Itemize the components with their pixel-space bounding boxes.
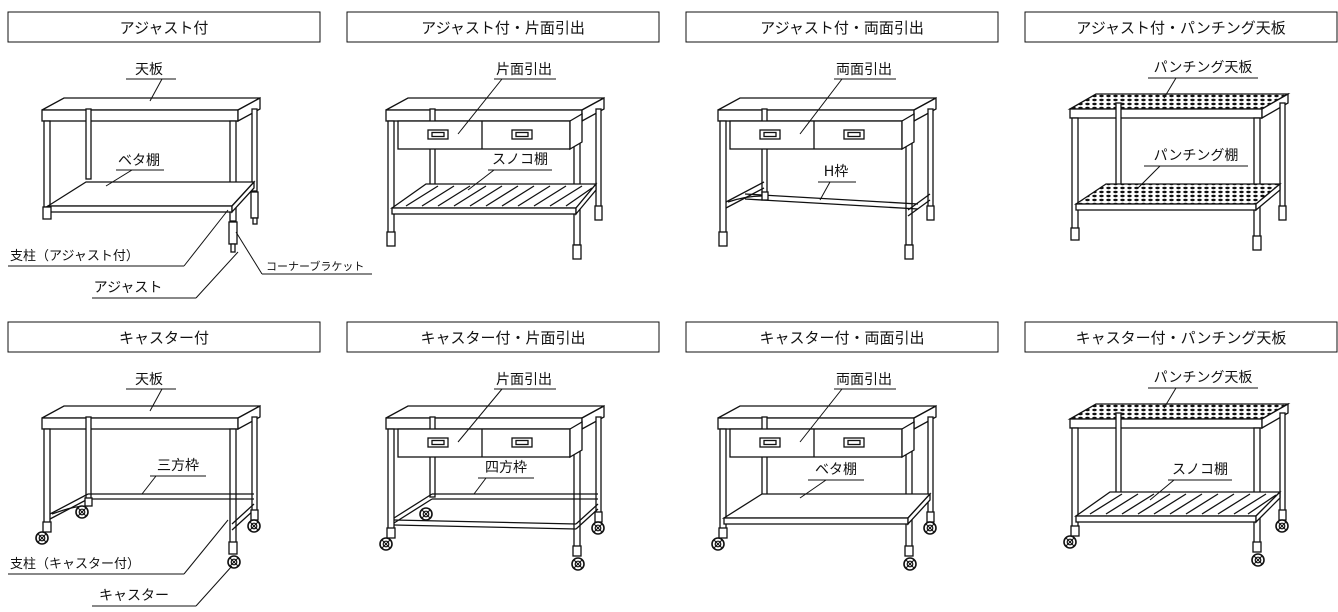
label-post: 支柱（キャスター付） [10,557,140,572]
table-illustration [711,404,937,571]
panel-title-box [7,11,321,43]
label-double-drawer: 両面引出 [836,372,892,388]
label-three-side-frame: 三方枠 [157,458,199,474]
label-flat-shelf: ベタ棚 [118,153,160,169]
punched-shelf [1073,183,1282,205]
slat-shelf [1073,490,1282,524]
label-flat-shelf: ベタ棚 [815,462,857,478]
table-illustration [41,96,261,253]
label-post: 支柱（アジャスト付） [10,249,139,264]
h-frame [725,181,931,217]
label-punched-top: パンチング天板 [1154,370,1253,386]
panel-title-box [346,321,660,353]
panel-caster-single-drawer: キャスター付・片面引出 [346,321,660,571]
panel-title-box [685,321,999,353]
table-illustration [35,404,261,569]
panel-caster-punched-top: キャスター付・パンチング天板 パンチング天板 スノコ棚 [1024,321,1338,567]
table-illustration [379,404,605,571]
label-slat-shelf: スノコ棚 [1172,462,1228,478]
post [43,120,51,208]
label-slat-shelf: スノコ棚 [492,152,548,168]
drawer-unit [397,112,583,151]
label-punched-top: パンチング天板 [1154,60,1253,76]
panel-caster: キャスター付 天板 三方枠 [7,321,321,607]
punched-top-plate [1067,403,1291,420]
panel-title: アジャスト付・パンチング天板 [1076,19,1285,37]
label-double-drawer: 両面引出 [836,62,892,78]
table-illustration [385,96,605,260]
table-illustration [1063,402,1291,567]
panel-adjust-punched-top: アジャスト付・パンチング天板 パンチング天板 パンチング棚 [1024,11,1338,251]
table-illustration [1067,92,1291,251]
panel-adjust-double-drawer: アジャスト付・両面引出 [685,11,999,260]
label-h-frame: H枠 [824,164,849,180]
panel-title: キャスター付・パンチング天板 [1076,329,1287,347]
adjuster [42,206,52,220]
label-single-drawer: 片面引出 [496,372,552,388]
punched-top-plate [1067,93,1291,110]
label-single-drawer: 片面引出 [496,62,552,78]
panel-title: キャスター付 [119,329,209,347]
panel-title-box [1024,11,1338,43]
panel-title-box [685,11,999,43]
panel-title: アジャスト付 [120,19,209,37]
label-caster: キャスター [99,588,169,604]
panel-title-box [7,321,321,353]
panel-title-box [346,11,660,43]
drawer-unit [729,112,915,151]
slat-shelf [389,182,598,216]
panel-title: アジャスト付・片面引出 [421,19,585,37]
label-top-plate: 天板 [135,372,163,388]
panel-caster-double-drawer: キャスター付・両面引出 [685,321,999,571]
panel-title: キャスター付・片面引出 [420,329,585,347]
label-top-plate: 天板 [135,62,163,78]
table-illustration [717,96,937,260]
label-four-side-frame: 四方枠 [485,460,527,476]
panel-adjust: アジャスト付 天板 ベタ棚 支柱（アジャスト付） アジャスト [7,11,372,299]
drawer-unit [729,420,915,459]
label-corner-bracket: コーナーブラケット [266,259,364,273]
label-punched-shelf: パンチング棚 [1154,148,1239,164]
panel-title: キャスター付・両面引出 [759,329,924,347]
four-side-frame [393,493,599,530]
label-adjuster: アジャスト [94,280,163,296]
panel-title: アジャスト付・両面引出 [760,19,924,37]
drawer-unit [397,420,583,459]
flat-shelf [45,181,256,207]
panel-title-box [1024,321,1338,353]
panel-adjust-single-drawer: アジャスト付・片面引出 [346,11,660,260]
flat-shelf [721,492,932,526]
